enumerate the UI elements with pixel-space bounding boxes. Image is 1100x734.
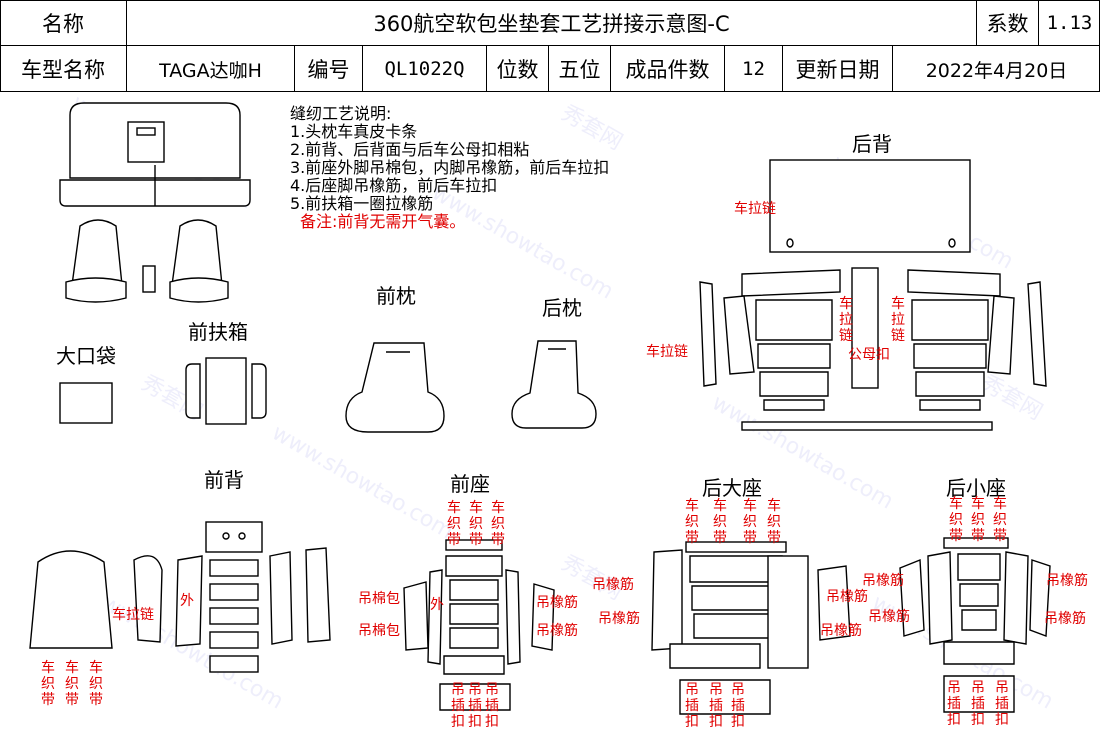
- label-woven-belt: 车织带: [971, 496, 985, 544]
- section-title-front-pillow: 前枕: [376, 284, 416, 308]
- label-hang-clip: 吊插扣: [468, 682, 482, 730]
- header-date-value: 2022年4月20日: [892, 46, 1100, 92]
- label-hang-clip: 吊插扣: [451, 682, 465, 730]
- label-cotton-hang: 吊棉包: [358, 591, 400, 607]
- label-woven-belt: 车织带: [491, 500, 505, 548]
- label-hang-clip: 吊插扣: [685, 682, 699, 730]
- label-woven-belt: 车织带: [65, 660, 79, 708]
- section-title-front-seat: 前座: [450, 472, 490, 496]
- label-elastic-hang: 吊橡筋: [826, 589, 868, 605]
- note-item: 1.头枕车真皮卡条: [290, 122, 418, 141]
- label-hang-clip: 吊插扣: [995, 680, 1009, 728]
- label-elastic-hang: 吊橡筋: [536, 595, 578, 611]
- label-woven-belt: 车织带: [993, 496, 1007, 544]
- section-title-rear-small-seat: 后小座: [946, 476, 1006, 500]
- label-woven-belt: 车织带: [447, 500, 461, 548]
- label-woven-belt: 车织带: [713, 498, 727, 546]
- notes-title: 缝纫工艺说明:: [290, 104, 392, 123]
- front-seat-pieces: [403, 539, 555, 711]
- header-model-label: 车型名称: [21, 58, 105, 82]
- header-pieces-value: 12: [724, 46, 782, 92]
- label-woven-belt: 车织带: [41, 660, 55, 708]
- label-elastic-hang: 吊橡筋: [598, 611, 640, 627]
- label-elastic-hang: 吊橡筋: [1044, 611, 1086, 627]
- label-outer: 外: [180, 593, 194, 609]
- label-elastic-hang: 吊橡筋: [536, 623, 578, 639]
- note-item: 4.后座脚吊橡筋，前后车拉扣: [290, 176, 498, 195]
- rear-big-seat-pieces: [651, 541, 851, 715]
- label-elastic-hang: 吊橡筋: [862, 573, 904, 589]
- header-date-label: 更新日期: [782, 46, 892, 92]
- label-zipper-vertical: 车拉链: [891, 296, 905, 344]
- front-armrest-pieces: [185, 357, 267, 425]
- note-item: 5.前扶箱一圈拉橡筋: [290, 194, 434, 213]
- header-model-value: TAGA达咖H: [126, 46, 294, 92]
- label-outer: 外: [430, 597, 444, 613]
- section-title-rear-pillow: 后枕: [542, 296, 582, 320]
- header-seat-value: 五位: [548, 46, 610, 92]
- label-elastic-hang: 吊橡筋: [1046, 573, 1088, 589]
- label-woven-belt: 车织带: [767, 498, 781, 546]
- notes-remark: 备注:前背无需开气囊。: [300, 212, 466, 231]
- label-elastic-hang: 吊橡筋: [592, 577, 634, 593]
- header-code-value: QL1022Q: [362, 46, 486, 92]
- section-title-rear-back: 后背: [852, 132, 892, 156]
- rear-small-seat-pieces: [899, 537, 1051, 713]
- label-zipper-vertical: 车拉链: [839, 296, 853, 344]
- label-elastic-hang: 吊橡筋: [868, 609, 910, 625]
- front-seat-overview-left: [65, 219, 127, 303]
- label-woven-belt: 车织带: [949, 496, 963, 544]
- console-overview: [142, 265, 156, 293]
- rear-bench-overview: [59, 102, 251, 207]
- label-cotton-hang: 吊棉包: [358, 623, 400, 639]
- label-zipper: 车拉链: [646, 344, 688, 360]
- label-elastic-hang: 吊橡筋: [820, 623, 862, 639]
- header-coef-value: 1.13: [1038, 0, 1100, 46]
- header-name-label: 名称: [42, 12, 84, 36]
- rear-back-pieces: [699, 159, 1047, 431]
- note-item: 2.前背、后背面与后车公母扣相粘: [290, 140, 530, 159]
- big-pocket-piece: [59, 382, 113, 424]
- label-woven-belt: 车织带: [743, 498, 757, 546]
- header-seat-label: 位数: [486, 46, 548, 92]
- front-back-pieces: [29, 521, 331, 673]
- rear-pillow-piece: [511, 340, 597, 429]
- section-title-front-back: 前背: [204, 468, 244, 492]
- section-title-front-armrest: 前扶箱: [188, 320, 248, 344]
- note-item: 3.前座外脚吊棉包，内脚吊橡筋，前后车拉扣: [290, 158, 610, 177]
- section-title-rear-big-seat: 后大座: [702, 476, 762, 500]
- label-hang-clip: 吊插扣: [947, 680, 961, 728]
- header-title: 360航空软包坐垫套工艺拼接示意图-C: [126, 0, 976, 46]
- header-code-label: 编号: [294, 46, 362, 92]
- label-snap: 公母扣: [848, 347, 890, 363]
- label-woven-belt: 车织带: [469, 500, 483, 548]
- label-zipper: 车拉链: [112, 607, 154, 623]
- label-woven-belt: 车织带: [685, 498, 699, 546]
- label-woven-belt: 车织带: [89, 660, 103, 708]
- section-title-big-pocket: 大口袋: [56, 344, 116, 368]
- label-hang-clip: 吊插扣: [485, 682, 499, 730]
- header-coef-label: 系数: [976, 0, 1038, 46]
- label-zipper: 车拉链: [734, 201, 776, 217]
- label-hang-clip: 吊插扣: [731, 682, 745, 730]
- header-pieces-label: 成品件数: [610, 46, 724, 92]
- label-hang-clip: 吊插扣: [971, 680, 985, 728]
- front-seat-overview-right: [169, 219, 229, 303]
- sewing-notes: 缝纫工艺说明: 1.头枕车真皮卡条 2.前背、后背面与后车公母扣相粘 3.前座外…: [290, 105, 609, 231]
- header-row-divider: [0, 45, 1100, 46]
- front-pillow-piece: [345, 342, 445, 433]
- label-hang-clip: 吊插扣: [709, 682, 723, 730]
